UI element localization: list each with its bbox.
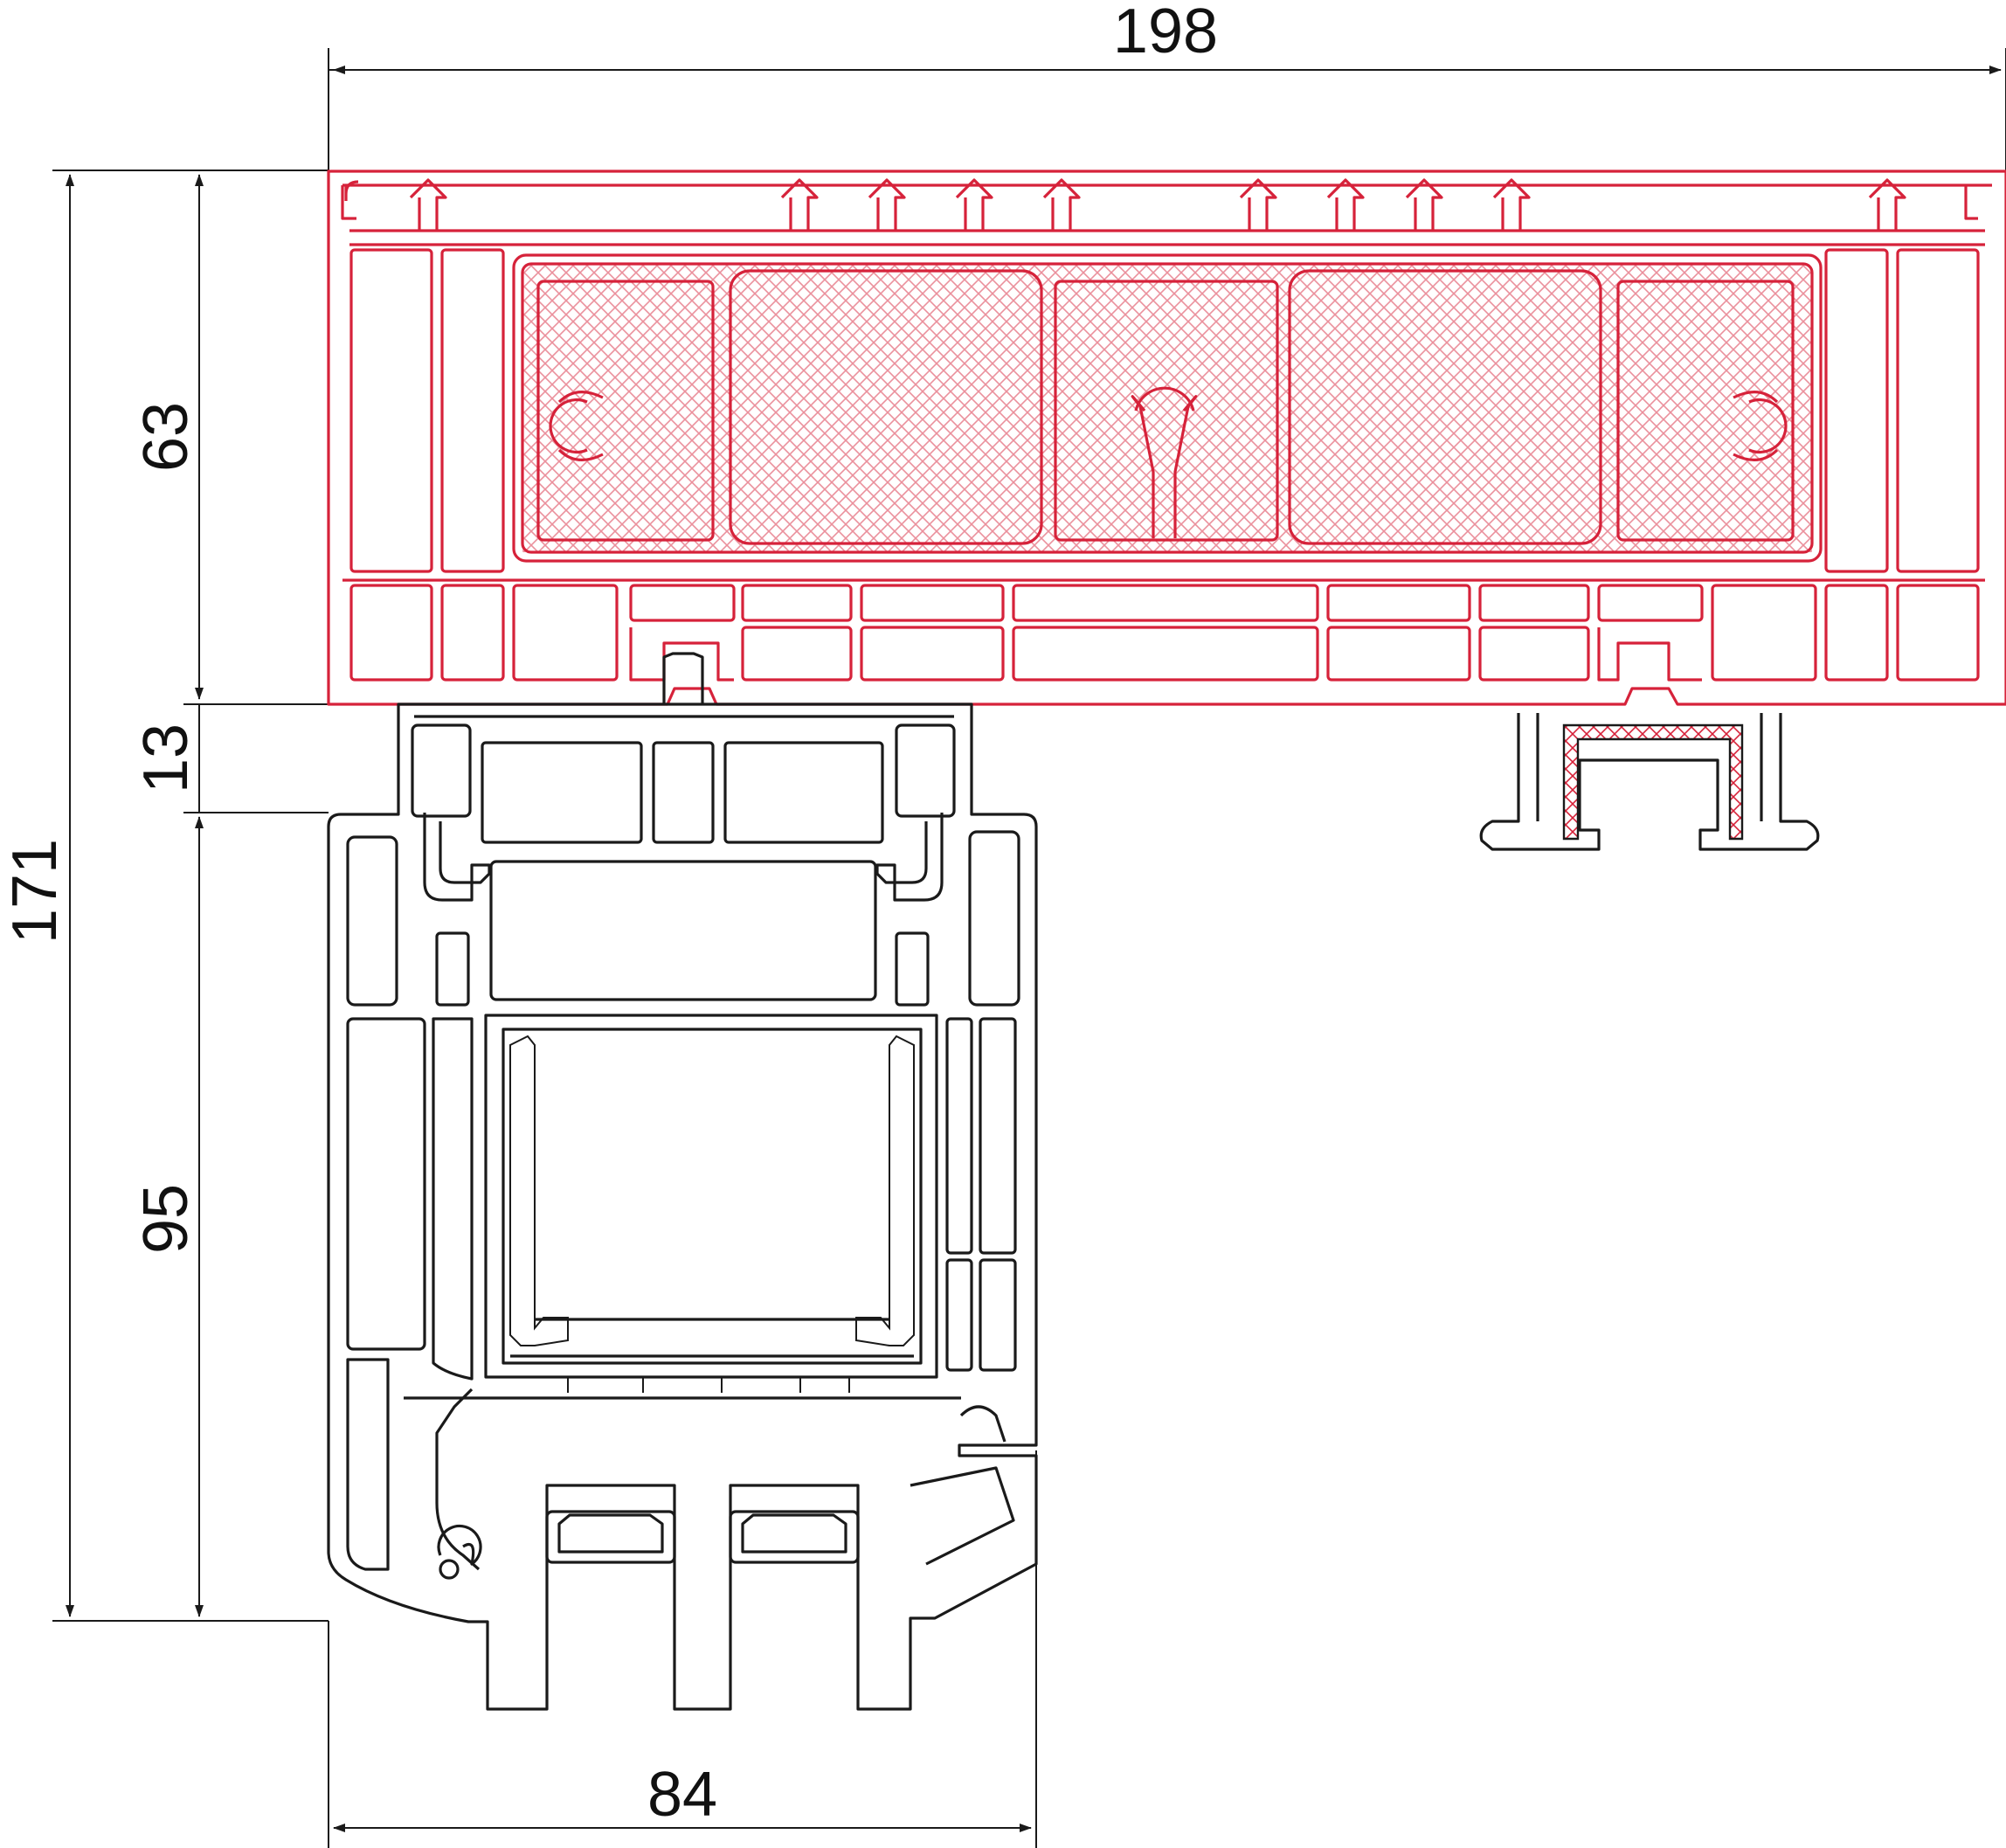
dim-lower-width: 84 [647, 1760, 717, 1830]
dim-height-lower: 95 [131, 1184, 201, 1254]
upper-red-profile [327, 170, 2006, 706]
dim-overall-width: 198 [1113, 0, 1218, 66]
dim-height-gap: 13 [131, 723, 201, 793]
lower-black-profile [327, 652, 1038, 1711]
right-rail-profile [1479, 713, 1820, 851]
dim-height-upper: 63 [131, 402, 201, 472]
dimension-lines [52, 48, 2006, 1848]
dim-overall-height: 171 [0, 839, 70, 944]
